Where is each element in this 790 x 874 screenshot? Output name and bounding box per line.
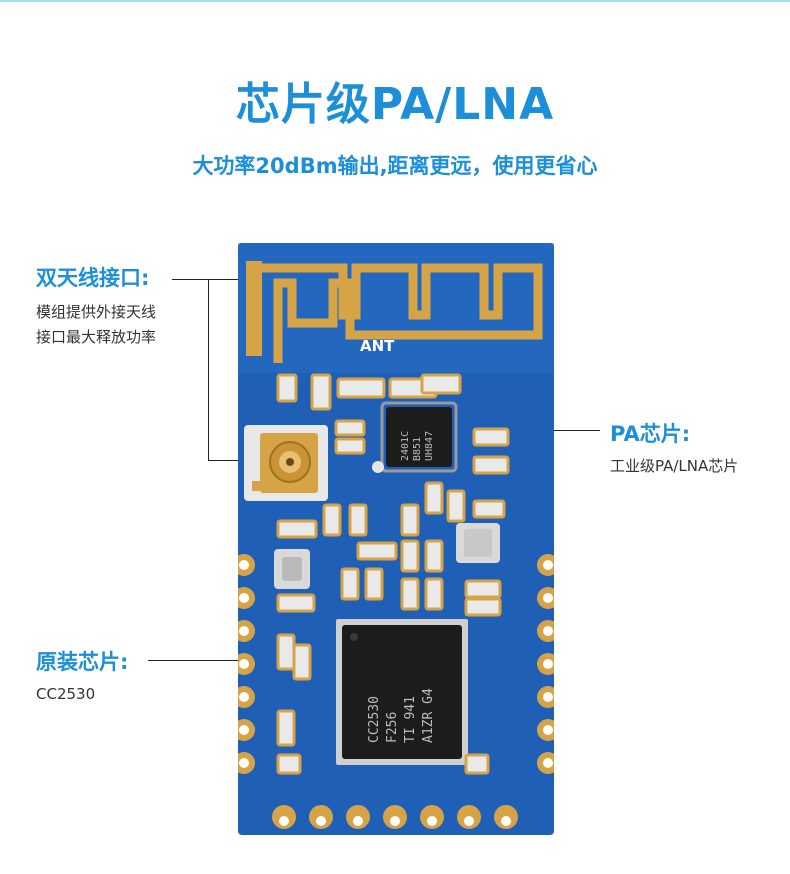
page-subtitle: 大功率20dBm输出,距离更远，使用更省心 bbox=[192, 154, 598, 178]
pa-callout-desc: 工业级PA/LNA芯片 bbox=[610, 457, 739, 475]
mcu-marking-line2: F256 bbox=[385, 712, 400, 743]
passive-row-top bbox=[276, 373, 510, 475]
antenna-label: ANT bbox=[360, 337, 395, 355]
antenna-callout-title: 双天线接口: bbox=[36, 266, 150, 290]
edge-pads-right-holes bbox=[543, 560, 553, 768]
passive-row-middle bbox=[276, 481, 506, 617]
svg-text:CC2530 F256 TI 941: CC2530 F256 TI 941 A1ZR G4 bbox=[367, 688, 436, 743]
antenna-leader-drop-a bbox=[208, 279, 209, 461]
mcu-marking-line4: A1ZR G4 bbox=[421, 688, 436, 743]
pa-marking-line3: UH847 bbox=[424, 431, 435, 461]
pa-marking-line1: 2401C bbox=[400, 431, 411, 461]
zigbee-module-board: ANT 2401C B851 UH847 bbox=[238, 243, 554, 835]
mcu-marking-line1: CC2530 bbox=[367, 696, 382, 743]
crystal-left bbox=[274, 549, 310, 589]
antenna-trace bbox=[249, 263, 543, 363]
antenna-region bbox=[238, 243, 554, 373]
top-divider bbox=[0, 0, 790, 2]
svg-text:2401C B851 UH847: 2401C B851 UH847 bbox=[400, 425, 435, 461]
antenna-callout-desc-line1: 模组提供外接天线 bbox=[36, 303, 157, 321]
pa-marking-line2: B851 bbox=[412, 437, 423, 461]
crystal-right bbox=[456, 523, 500, 563]
edge-pads-bottom-holes bbox=[279, 816, 511, 826]
chip-callout-title: 原装芯片: bbox=[36, 650, 129, 674]
chip-callout-desc: CC2530 bbox=[36, 685, 96, 703]
antenna-feed bbox=[246, 261, 262, 356]
mcu-marking-line3: TI 941 bbox=[403, 696, 418, 743]
edge-pads-left-holes bbox=[239, 560, 249, 768]
page-title: 芯片级PA/LNA bbox=[235, 79, 555, 130]
cc2530-chip: CC2530 F256 TI 941 A1ZR G4 bbox=[336, 619, 468, 765]
antenna-callout-desc-line2: 接口最大释放功率 bbox=[36, 328, 157, 346]
pa-chip: 2401C B851 UH847 bbox=[372, 401, 458, 473]
passive-row-bottom bbox=[276, 633, 490, 775]
pa-callout-title: PA芯片: bbox=[610, 422, 691, 446]
antenna-leader-horizontal bbox=[172, 279, 290, 280]
ufl-connector bbox=[244, 425, 328, 501]
